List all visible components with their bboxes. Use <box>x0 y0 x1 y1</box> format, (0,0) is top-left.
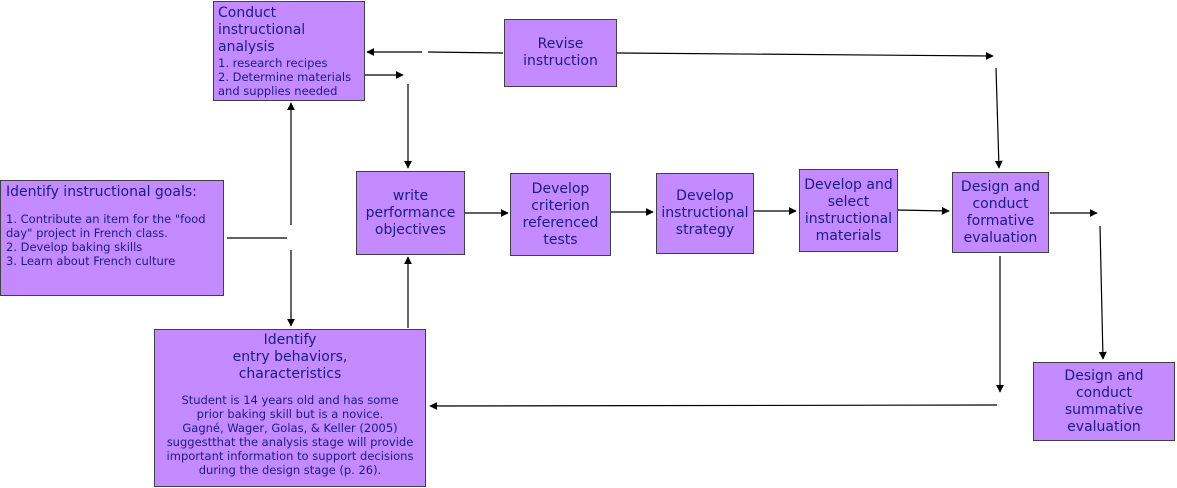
conduct-analysis-item-1: 1. research recipes <box>218 56 328 70</box>
summative-title: Design and conduct summative evaluation <box>1064 367 1144 435</box>
conduct-analysis-title: Conduct instructional analysis <box>218 5 306 55</box>
formative-title: Design and conduct formative evaluation <box>960 178 1041 246</box>
arrow-back-to-entry <box>429 401 998 410</box>
goals-item-3: 3. Learn about French culture <box>6 254 176 268</box>
goals-item-1: 1. Contribute an item for the "food day"… <box>6 212 206 240</box>
materials-box: Develop and select instructional materia… <box>799 169 898 252</box>
conduct-analysis-box: Conduct instructional analysis 1. resear… <box>213 1 365 101</box>
tests-title: Develop criterion referenced tests <box>522 180 599 248</box>
goals-title: Identify instructional goals: <box>6 184 197 200</box>
strategy-box: Develop instructional strategy <box>656 173 754 254</box>
conduct-analysis-item-2: 2. Determine materials and supplies need… <box>218 70 352 98</box>
summative-box: Design and conduct summative evaluation <box>1033 362 1175 441</box>
revise-instruction-box: Revise instruction <box>504 19 617 87</box>
tests-box: Develop criterion referenced tests <box>510 173 611 256</box>
goals-item-2: 2. Develop baking skills <box>6 240 143 254</box>
goals-box: Identify instructional goals: 1. Contrib… <box>0 180 224 296</box>
arrow-into-formative <box>994 67 1003 169</box>
objectives-title: write performance objectives <box>365 187 456 238</box>
connector-revise-left <box>427 51 504 54</box>
strategy-title: Develop instructional strategy <box>661 188 749 238</box>
revise-instruction-title: Revise instruction <box>523 36 598 69</box>
entry-behaviors-title: Identify entry behaviors, characteristic… <box>232 332 348 382</box>
formative-box: Design and conduct formative evaluation <box>952 172 1049 253</box>
arrow-materials-to-formative <box>896 206 950 215</box>
objectives-box: write performance objectives <box>356 171 465 255</box>
entry-behaviors-box: Identify entry behaviors, characteristic… <box>154 329 426 487</box>
arrow-down-to-summative <box>1098 225 1107 360</box>
entry-behaviors-body: Student is 14 years old and has some pri… <box>166 393 414 477</box>
materials-title: Develop and select instructional materia… <box>804 176 893 244</box>
arrow-revise-to-formative-top <box>616 51 994 60</box>
